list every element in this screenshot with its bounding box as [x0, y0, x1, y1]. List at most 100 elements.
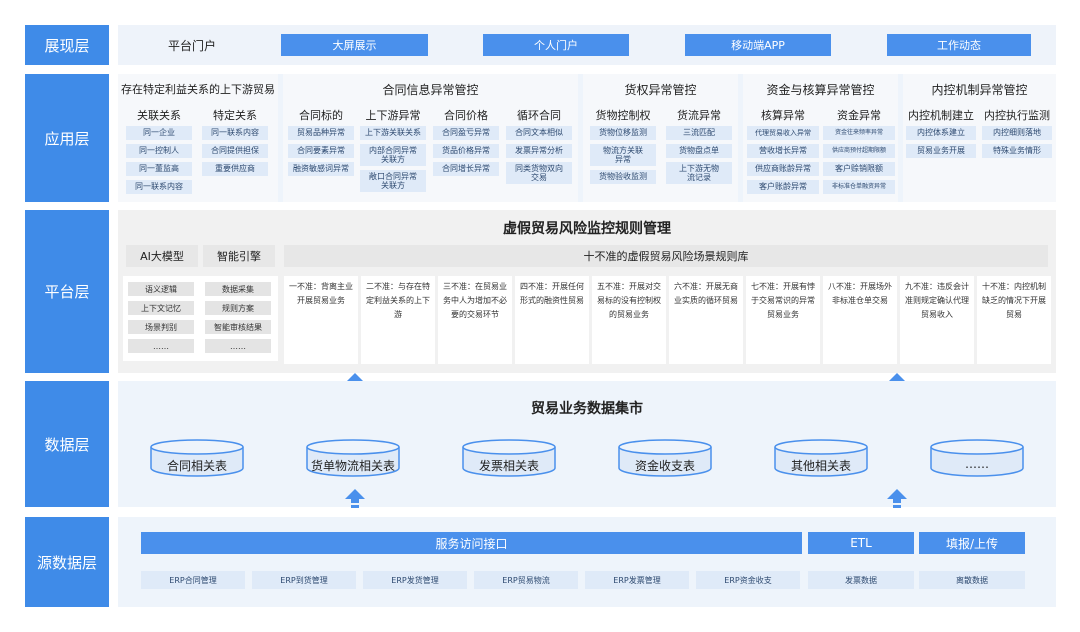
fill-upload-button[interactable]: 填报/上传 [919, 532, 1025, 554]
app-item[interactable]: 融资敏感词异常 [288, 162, 354, 176]
source-item[interactable]: ERP发货管理 [363, 571, 467, 589]
database-cylinder[interactable]: 其他相关表 [774, 439, 868, 477]
table-label: 资金收支表 [634, 459, 695, 473]
column-title-control-setup: 内控机制建立 [908, 109, 974, 122]
app-item[interactable]: 特殊业务情形 [982, 144, 1052, 158]
app-item[interactable]: 货物位移监测 [590, 126, 656, 140]
column-title-cargo-flow: 货流异常 [677, 109, 721, 122]
layer-label-source: 源数据层 [25, 517, 109, 607]
app-item[interactable]: 同一联系内容 [126, 180, 192, 194]
app-item[interactable]: 贸易品种异常 [288, 126, 354, 140]
app-item[interactable]: 合同提供担保 [202, 144, 268, 158]
app-item[interactable]: 营收增长异常 [747, 144, 819, 158]
rule-card[interactable]: 五不准：开展对交易标的没有控制权的贸易业务 [592, 276, 666, 364]
app-item[interactable]: 货物盘点单 [666, 144, 732, 158]
column-title-contract-price: 合同价格 [444, 109, 488, 122]
source-item[interactable]: ERP到货管理 [252, 571, 356, 589]
source-item[interactable]: ERP贸易物流 [474, 571, 578, 589]
app-item[interactable]: 重要供应商 [202, 162, 268, 176]
layer-label-platform: 平台层 [25, 210, 109, 373]
group-title-internal-control: 内控机制异常管控 [931, 83, 1028, 97]
app-item[interactable]: 贸易业务开展 [906, 144, 976, 158]
platform-portal-label: 平台门户 [168, 39, 217, 53]
arrow-up-icon [345, 489, 365, 508]
rule-card[interactable]: 九不准：违反会计准则规定确认代理贸易收入 [900, 276, 974, 364]
rule-card[interactable]: 六不准：开展无商业实质的循环贸易 [669, 276, 743, 364]
ai-item: 语义逻辑 [128, 282, 194, 296]
source-item[interactable]: 离散数据 [919, 571, 1025, 589]
source-item[interactable]: ERP发票管理 [585, 571, 689, 589]
rule-card[interactable]: 三不准：在贸易业务中人为增加不必要的交易环节 [438, 276, 512, 364]
database-cylinder[interactable]: …… [930, 439, 1024, 477]
app-item[interactable]: 同一控制人 [126, 144, 192, 158]
database-cylinder[interactable]: 合同相关表 [150, 439, 244, 477]
app-item[interactable]: 合同要素异常 [288, 144, 354, 158]
etl-button[interactable]: ETL [808, 532, 914, 554]
app-item[interactable]: 货物验收监测 [590, 170, 656, 184]
app-item[interactable]: 三流匹配 [666, 126, 732, 140]
rule-card[interactable]: 四不准：开展任何形式的融资性贸易 [515, 276, 589, 364]
app-item[interactable]: 货品价格异常 [433, 144, 499, 158]
app-item[interactable]: 物流方关联异常 [590, 144, 656, 166]
app-item[interactable]: 合同盈亏异常 [433, 126, 499, 140]
database-cylinder[interactable]: 发票相关表 [462, 439, 556, 477]
app-item[interactable]: 上下游关联关系 [360, 126, 426, 140]
arrow-up-icon [887, 489, 907, 508]
source-item[interactable]: 发票数据 [808, 571, 914, 589]
app-item[interactable]: 内控体系建立 [906, 126, 976, 140]
engine-item: 规则方案 [205, 301, 271, 315]
presentation-panel: 平台门户 大屏展示 个人门户 移动端APP 工作动态 [118, 25, 1056, 65]
big-screen-button[interactable]: 大屏展示 [281, 34, 428, 56]
app-item[interactable]: 同一企业 [126, 126, 192, 140]
app-item[interactable]: 代理贸易收入异常 [747, 126, 819, 140]
database-icon [150, 439, 244, 477]
rule-card[interactable]: 七不准：开展有悖于交易常识的异常贸易业务 [746, 276, 820, 364]
ai-item: …… [128, 339, 194, 353]
app-item[interactable]: 合同文本相似 [506, 126, 572, 140]
table-label: 其他相关表 [790, 459, 851, 473]
engine-item: 数据采集 [205, 282, 271, 296]
source-item[interactable]: ERP资金收支 [696, 571, 800, 589]
source-item[interactable]: ERP合同管理 [141, 571, 245, 589]
app-item[interactable]: 内控细则落地 [982, 126, 1052, 140]
app-item[interactable]: 客户账龄异常 [747, 180, 819, 194]
work-news-button[interactable]: 工作动态 [887, 34, 1031, 56]
layer-label-data: 数据层 [25, 381, 109, 507]
group-title-cargo-rights: 货权异常管控 [624, 83, 697, 97]
app-item[interactable]: 内部合同异常关联方 [360, 144, 426, 166]
app-item[interactable]: 同一董监高 [126, 162, 192, 176]
database-icon [930, 439, 1024, 477]
mobile-app-button[interactable]: 移动端APP [685, 34, 831, 56]
app-item[interactable]: 资金往来频率异常 [823, 126, 895, 140]
column-title-contract-object: 合同标的 [299, 109, 343, 122]
service-access-interface[interactable]: 服务访问接口 [141, 532, 802, 554]
database-cylinder[interactable]: 资金收支表 [618, 439, 712, 477]
app-item[interactable]: 敞口合同异常关联方 [360, 170, 426, 192]
application-panel: 存在特定利益关系的上下游贸易 关联关系 特定关系 同一企业 同一控制人 同一董监… [118, 74, 1056, 202]
rule-card[interactable]: 二不准：与存在特定利益关系的上下游 [361, 276, 435, 364]
app-item[interactable]: 供应商预付超期限额 [823, 144, 895, 158]
group-title-related-trade: 存在特定利益关系的上下游贸易 [121, 83, 275, 96]
rule-card[interactable]: 十不准：内控机制缺乏的情况下开展贸易 [977, 276, 1051, 364]
source-panel: 服务访问接口 ETL 填报/上传 ERP合同管理 ERP到货管理 ERP发货管理… [118, 517, 1056, 607]
group-title-contract: 合同信息异常管控 [382, 83, 479, 97]
app-item[interactable]: 同类货物双向交易 [506, 162, 572, 184]
app-item[interactable]: 合同增长异常 [433, 162, 499, 176]
app-item[interactable]: 供应商账龄异常 [747, 162, 819, 176]
personal-portal-button[interactable]: 个人门户 [483, 34, 629, 56]
rules-library-title: 十不准的虚假贸易风险场景规则库 [284, 245, 1048, 267]
database-cylinder[interactable]: 货单物流相关表 [306, 439, 400, 477]
rule-card[interactable]: 八不准：开展场外非标准仓单交易 [823, 276, 897, 364]
app-item[interactable]: 非标准仓单融资异常 [823, 180, 895, 194]
column-title-special-relation: 特定关系 [213, 109, 257, 122]
app-item[interactable]: 发票异常分析 [506, 144, 572, 158]
table-label: 合同相关表 [166, 459, 227, 473]
database-icon [618, 439, 712, 477]
app-item[interactable]: 同一联系内容 [202, 126, 268, 140]
column-title-upstream: 上下游异常 [365, 109, 421, 122]
rule-card[interactable]: 一不准：背离主业开展贸易业务 [284, 276, 358, 364]
data-panel: 贸易业务数据集市 合同相关表 货单物流相关表 发票相关表 资金收支表 [118, 381, 1056, 507]
app-item[interactable]: 上下游无物流记录 [666, 162, 732, 184]
column-title-cargo-control: 货物控制权 [595, 109, 651, 122]
app-item[interactable]: 客户赊销限额 [823, 162, 895, 176]
